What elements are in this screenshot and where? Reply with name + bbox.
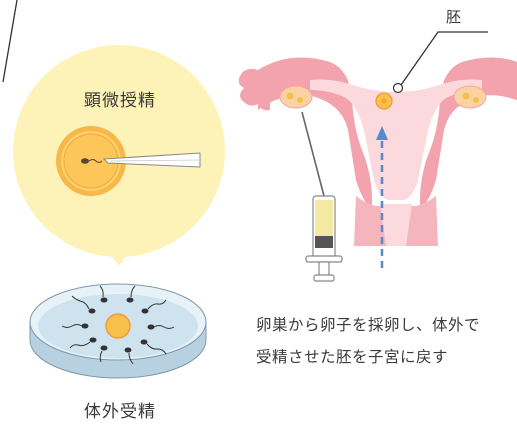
decorative-stroke	[3, 0, 17, 82]
microinjection-label: 顕微授精	[0, 86, 240, 111]
uterus-illustration	[239, 58, 517, 247]
description-line-2: 受精させた胚を子宮に戻す	[256, 345, 448, 367]
embryo-icon	[376, 93, 392, 109]
ivf-label: 体外受精	[0, 397, 240, 422]
syringe-icon	[302, 112, 342, 281]
embryo-label: 胚	[446, 6, 461, 27]
dish-ovum-icon	[106, 314, 130, 338]
description-line-1: 卵巣から卵子を採卵し、体外で	[256, 313, 480, 335]
